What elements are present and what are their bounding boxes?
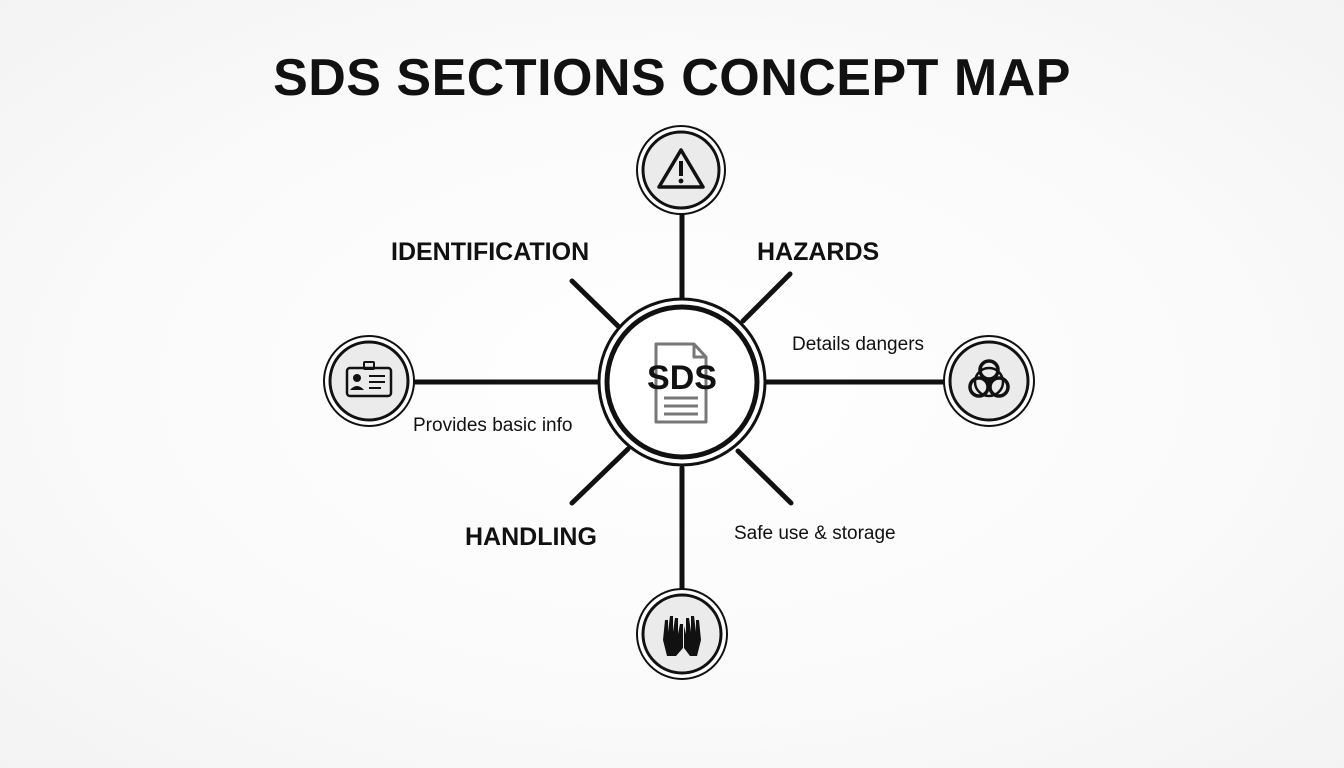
identification-description: Provides basic info bbox=[413, 415, 573, 436]
hazards-heading: HAZARDS bbox=[757, 238, 880, 266]
node-warning[interactable] bbox=[636, 125, 726, 215]
page-title: SDS SECTIONS CONCEPT MAP bbox=[273, 49, 1071, 107]
identification-heading: IDENTIFICATION bbox=[391, 238, 590, 266]
node-identification[interactable] bbox=[323, 335, 415, 427]
center-node[interactable]: SDS bbox=[597, 297, 767, 467]
center-label: SDS bbox=[647, 359, 717, 397]
connector-upper-left bbox=[569, 278, 622, 330]
hands-icon bbox=[663, 616, 701, 656]
document-icon bbox=[654, 342, 708, 424]
handling-heading: HANDLING bbox=[465, 523, 597, 551]
biohazard-icon bbox=[968, 359, 1010, 398]
connector-lower-right bbox=[735, 448, 794, 506]
handling-description: Safe use & storage bbox=[734, 523, 896, 544]
id-card-icon bbox=[345, 361, 393, 398]
connector-upper-right bbox=[740, 271, 793, 324]
connector-lower-left bbox=[569, 446, 631, 506]
node-hazards[interactable] bbox=[943, 335, 1035, 427]
hazards-description: Details dangers bbox=[792, 334, 925, 355]
connectors bbox=[411, 211, 947, 591]
node-handling[interactable] bbox=[636, 588, 728, 680]
warning-icon bbox=[657, 148, 705, 189]
